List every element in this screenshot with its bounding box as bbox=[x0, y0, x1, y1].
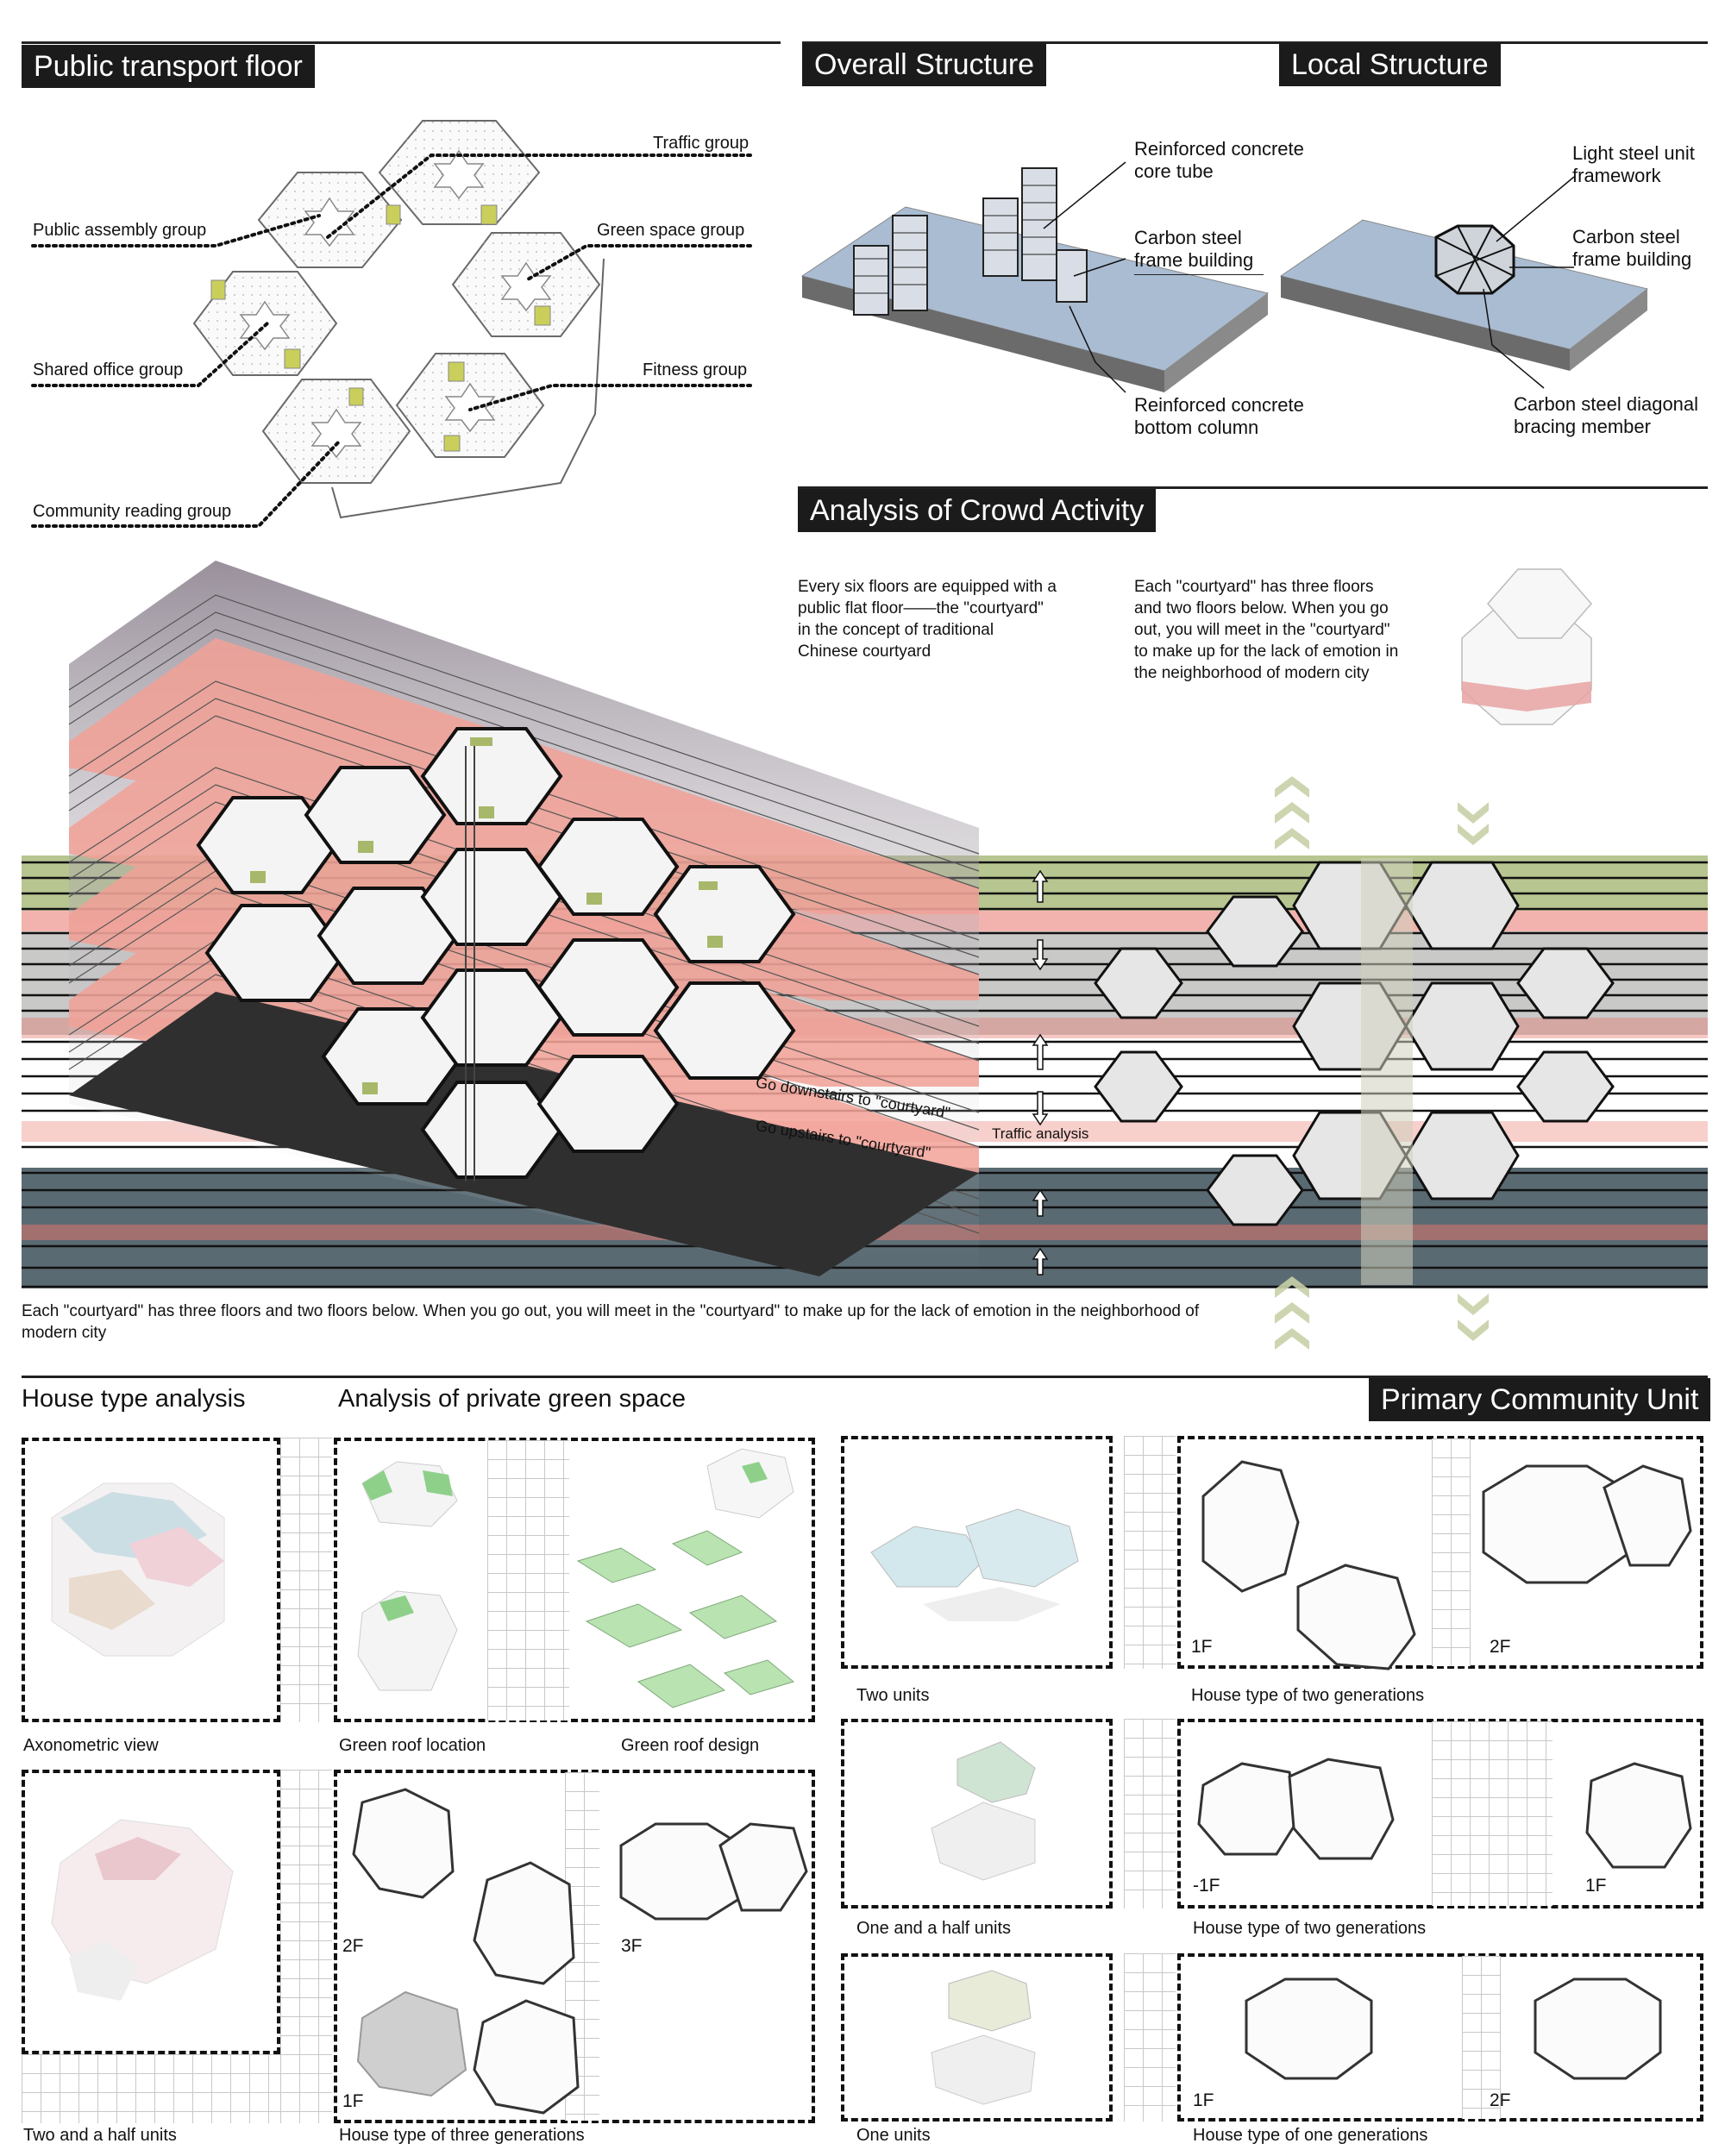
leader-green-space bbox=[524, 244, 752, 282]
grid-strip-9 bbox=[1432, 1721, 1552, 1906]
floor-label-1gen-2f: 2F bbox=[1490, 2090, 1511, 2110]
floor-label-2gen-a-2f: 2F bbox=[1490, 1637, 1511, 1657]
crowd-text-left: Every six floors are equipped with a pub… bbox=[798, 578, 1057, 661]
caption-three-generations: House type of three generations bbox=[339, 2126, 585, 2145]
frame-building-underline bbox=[1134, 274, 1264, 275]
grid-strip-10 bbox=[1124, 1953, 1176, 2122]
leader-fitness bbox=[468, 384, 752, 411]
panel-three-gen bbox=[334, 1770, 815, 2123]
panel-two-units bbox=[841, 1436, 1113, 1669]
caption-two-units: Two units bbox=[856, 1686, 930, 1705]
crowd-text-right: Each "courtyard" has three floors and tw… bbox=[1134, 578, 1399, 682]
grid-strip-3 bbox=[22, 2054, 280, 2123]
floor-label-3gen-3f: 3F bbox=[621, 1936, 643, 1956]
leader-community-reading bbox=[31, 438, 342, 528]
grid-strip-4 bbox=[280, 1770, 332, 2123]
label-public-assembly-group: Public assembly group bbox=[33, 221, 207, 240]
title-house-type: House type analysis bbox=[22, 1385, 246, 1413]
grid-strip-11 bbox=[1462, 1956, 1501, 2119]
floor-label-2gen-b-m1f: -1F bbox=[1193, 1876, 1220, 1896]
house-type-illustrations bbox=[51, 1448, 808, 2115]
header-overall-structure: Overall Structure bbox=[802, 43, 1047, 86]
caption-one-unit: One units bbox=[856, 2126, 931, 2145]
crowd-activity-diagram bbox=[22, 561, 1708, 1350]
panel-one-unit bbox=[841, 1953, 1113, 2122]
label-diagonal-bracing: Carbon steel diagonal bracing member bbox=[1514, 393, 1699, 437]
leader-public-assembly bbox=[31, 214, 321, 248]
top-rule-right bbox=[802, 41, 1708, 44]
header-public-transport: Public transport floor bbox=[22, 45, 315, 88]
header-crowd-activity: Analysis of Crowd Activity bbox=[798, 489, 1157, 532]
label-light-steel: Light steel unit framework bbox=[1572, 142, 1695, 186]
crowd-bottom-text: Each "courtyard" has three floors and tw… bbox=[22, 1302, 1200, 1342]
panel-axonometric bbox=[22, 1438, 280, 1722]
caption-roof-design: Green roof design bbox=[621, 1736, 760, 1755]
crowd-rule bbox=[798, 486, 1708, 489]
panel-green-roof bbox=[334, 1438, 815, 1722]
label-core-tube: Reinforced concrete core tube bbox=[1134, 138, 1304, 182]
label-green-space-group: Green space group bbox=[597, 221, 745, 240]
panel-two-half bbox=[22, 1770, 280, 2054]
caption-one-gen: House type of one generations bbox=[1193, 2126, 1428, 2145]
caption-axonometric: Axonometric view bbox=[23, 1736, 159, 1755]
overall-structure-diagram bbox=[800, 161, 1649, 393]
label-frame-building-local: Carbon steel frame building bbox=[1572, 226, 1692, 270]
panel-two-gen-a bbox=[1177, 1436, 1703, 1669]
caption-one-half-units: One and a half units bbox=[856, 1919, 1012, 1938]
floor-label-3gen-2f: 2F bbox=[342, 1936, 364, 1956]
label-community-reading-group: Community reading group bbox=[33, 502, 232, 521]
panel-two-gen-b bbox=[1177, 1719, 1703, 1908]
caption-two-gen-b: House type of two generations bbox=[1193, 1919, 1427, 1938]
caption-roof-location: Green roof location bbox=[339, 1736, 486, 1755]
lower-rule bbox=[22, 1376, 1708, 1378]
grid-strip-7 bbox=[1432, 1438, 1471, 1666]
grid-strip-1 bbox=[280, 1438, 332, 1722]
leader-traffic bbox=[326, 154, 752, 239]
label-bottom-column: Reinforced concrete bottom column bbox=[1134, 394, 1304, 438]
transport-floor-plan bbox=[31, 120, 752, 528]
label-fitness-group: Fitness group bbox=[643, 360, 748, 379]
floor-label-2gen-b-1f: 1F bbox=[1585, 1876, 1607, 1896]
floor-label-2gen-a-1f: 1F bbox=[1191, 1637, 1213, 1657]
top-rule-left bbox=[22, 41, 781, 44]
grid-strip-8 bbox=[1124, 1719, 1176, 1908]
caption-two-gen-a: House type of two generations bbox=[1191, 1686, 1425, 1705]
panel-one-half bbox=[841, 1719, 1113, 1908]
grid-strip-2 bbox=[487, 1440, 569, 1720]
label-shared-office-group: Shared office group bbox=[33, 360, 184, 379]
leader-shared-office bbox=[31, 322, 269, 387]
title-private-green-space: Analysis of private green space bbox=[338, 1385, 686, 1413]
label-traffic-analysis: Traffic analysis bbox=[992, 1125, 1089, 1142]
floor-label-3gen-1f: 1F bbox=[342, 2091, 364, 2111]
label-frame-building-overall: Carbon steel frame building bbox=[1134, 227, 1254, 271]
label-traffic-group: Traffic group bbox=[653, 134, 750, 153]
grid-strip-6 bbox=[1124, 1436, 1176, 1669]
panel-one-gen bbox=[1177, 1953, 1703, 2122]
header-primary-unit: Primary Community Unit bbox=[1369, 1378, 1711, 1421]
header-local-structure: Local Structure bbox=[1279, 43, 1501, 86]
floor-label-1gen-1f: 1F bbox=[1193, 2090, 1214, 2110]
caption-two-half-units: Two and a half units bbox=[23, 2126, 177, 2145]
